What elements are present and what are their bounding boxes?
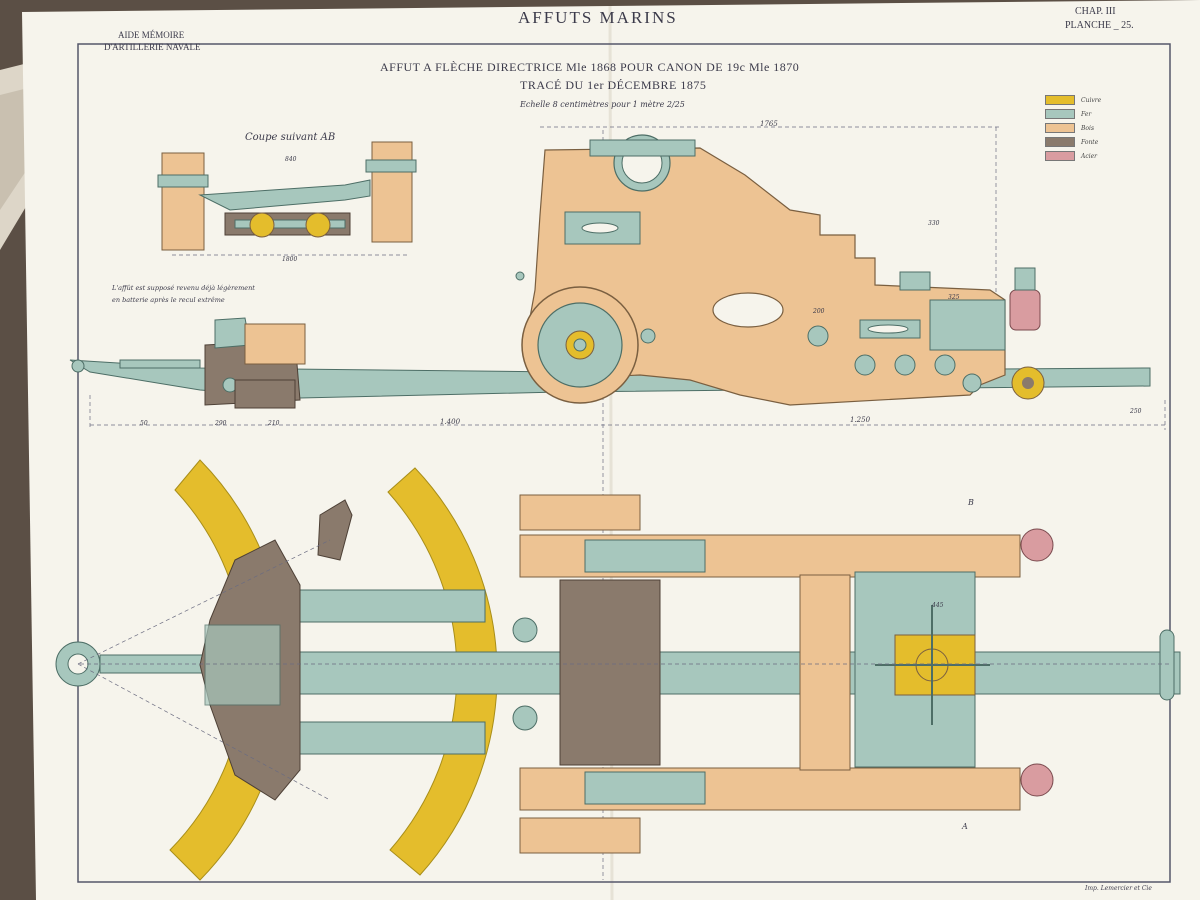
legend-swatch-fer — [1045, 109, 1075, 119]
section-ab — [157, 141, 417, 251]
legend-item-fonte: Fonte — [1045, 137, 1098, 147]
legend-label-cuivre: Cuivre — [1081, 96, 1102, 104]
legend-label-fonte: Fonte — [1081, 138, 1099, 146]
header-right-line2: PLANCHE _ 25. — [1065, 20, 1134, 31]
scale-note: Echelle 8 centimètres pour 1 mètre 2/25 — [520, 100, 685, 109]
legend-item-cuivre: Cuivre — [1045, 95, 1101, 105]
plate-border — [77, 43, 1171, 883]
dim-325: 325 — [948, 294, 960, 301]
legend-label-fer: Fer — [1081, 110, 1092, 118]
header-left-line1: AIDE MÉMOIRE — [118, 30, 185, 40]
dim-1250: 1.250 — [850, 416, 871, 424]
plan-view — [55, 459, 1181, 881]
dim-1400: 1.400 — [440, 418, 461, 426]
marker-b: B — [968, 498, 974, 507]
legend-swatch-cuivre — [1045, 95, 1075, 105]
dim-840: 840 — [285, 156, 297, 163]
recoil-note-line2: en batterie après le recul extrême — [112, 296, 225, 304]
section-label: Coupe suivant AB — [245, 132, 336, 143]
side-elevation — [69, 134, 1151, 409]
dim-290: 290 — [215, 420, 227, 427]
legend-swatch-fonte — [1045, 137, 1075, 147]
legend-label-bois: Bois — [1081, 124, 1095, 132]
header-title: AFFUTS MARINS — [518, 8, 678, 27]
marker-a: A — [962, 822, 968, 831]
legend-item-bois: Bois — [1045, 123, 1094, 133]
dim-200: 200 — [813, 308, 825, 315]
legend-swatch-bois — [1045, 123, 1075, 133]
dim-1800: 1800 — [282, 256, 298, 263]
dim-445: 445 — [932, 602, 944, 609]
header-right-line1: CHAP. III — [1075, 6, 1116, 17]
recoil-note-line1: L'affût est supposé revenu déjà légèreme… — [112, 284, 255, 292]
legend-item-acier: Acier — [1045, 151, 1097, 161]
dim-50: 50 — [140, 420, 148, 427]
legend-swatch-acier — [1045, 151, 1075, 161]
dim-1765: 1765 — [760, 120, 778, 128]
legend-label-acier: Acier — [1081, 152, 1098, 160]
dim-210: 210 — [268, 420, 280, 427]
legend-item-fer: Fer — [1045, 109, 1091, 119]
plate-date: TRACÉ DU 1er DÉCEMBRE 1875 — [520, 78, 707, 92]
printer-credit: Imp. Lemercier et Cie — [1085, 885, 1152, 892]
dim-330: 330 — [928, 220, 940, 227]
header-left-line2: D'ARTILLERIE NAVALE — [104, 42, 201, 52]
dim-250: 250 — [1130, 408, 1142, 415]
plate-title: AFFUT A FLÈCHE DIRECTRICE Mle 1868 POUR … — [380, 60, 800, 74]
